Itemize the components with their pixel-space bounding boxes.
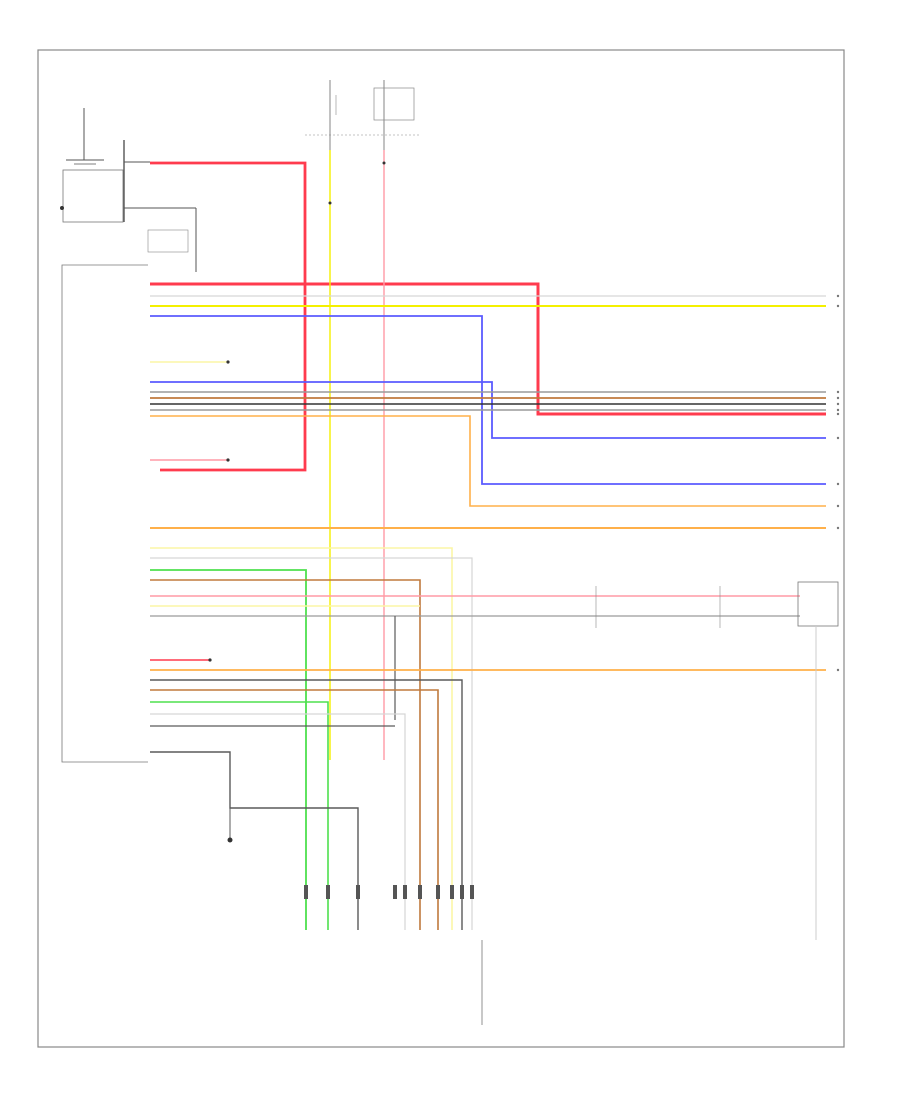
- splice-points: [208, 161, 386, 662]
- wire-green-1: [150, 569, 307, 930]
- page-frame: [37, 49, 845, 1048]
- fuse-box-1: [373, 87, 415, 121]
- antenna-section: [60, 108, 197, 272]
- bottom-terminals: [304, 885, 474, 899]
- ground-point: [227, 837, 233, 843]
- wire-green-2: [150, 701, 329, 930]
- wire-brown-1: [150, 579, 421, 930]
- wire-red-main: [150, 282, 826, 416]
- wire-brown-2: [150, 689, 439, 930]
- radio-unit: [61, 264, 148, 763]
- wire-yellow-2: [150, 547, 453, 930]
- wire-orange-2: [150, 415, 826, 507]
- antenna-module-box: [147, 229, 189, 253]
- connector-box: [797, 581, 839, 627]
- wire-blue-1: [150, 315, 826, 485]
- fuse-section: [305, 80, 420, 160]
- wire-dark-1: [150, 679, 463, 930]
- radio-unit-outline: [61, 264, 148, 763]
- wire-white-2: [150, 557, 473, 930]
- right-terminals: [836, 294, 840, 672]
- wire-white-3: [150, 713, 406, 930]
- amplifier-box: [62, 169, 124, 223]
- wires: [150, 150, 826, 930]
- right-connector: [595, 581, 839, 940]
- wire-ground: [150, 751, 359, 930]
